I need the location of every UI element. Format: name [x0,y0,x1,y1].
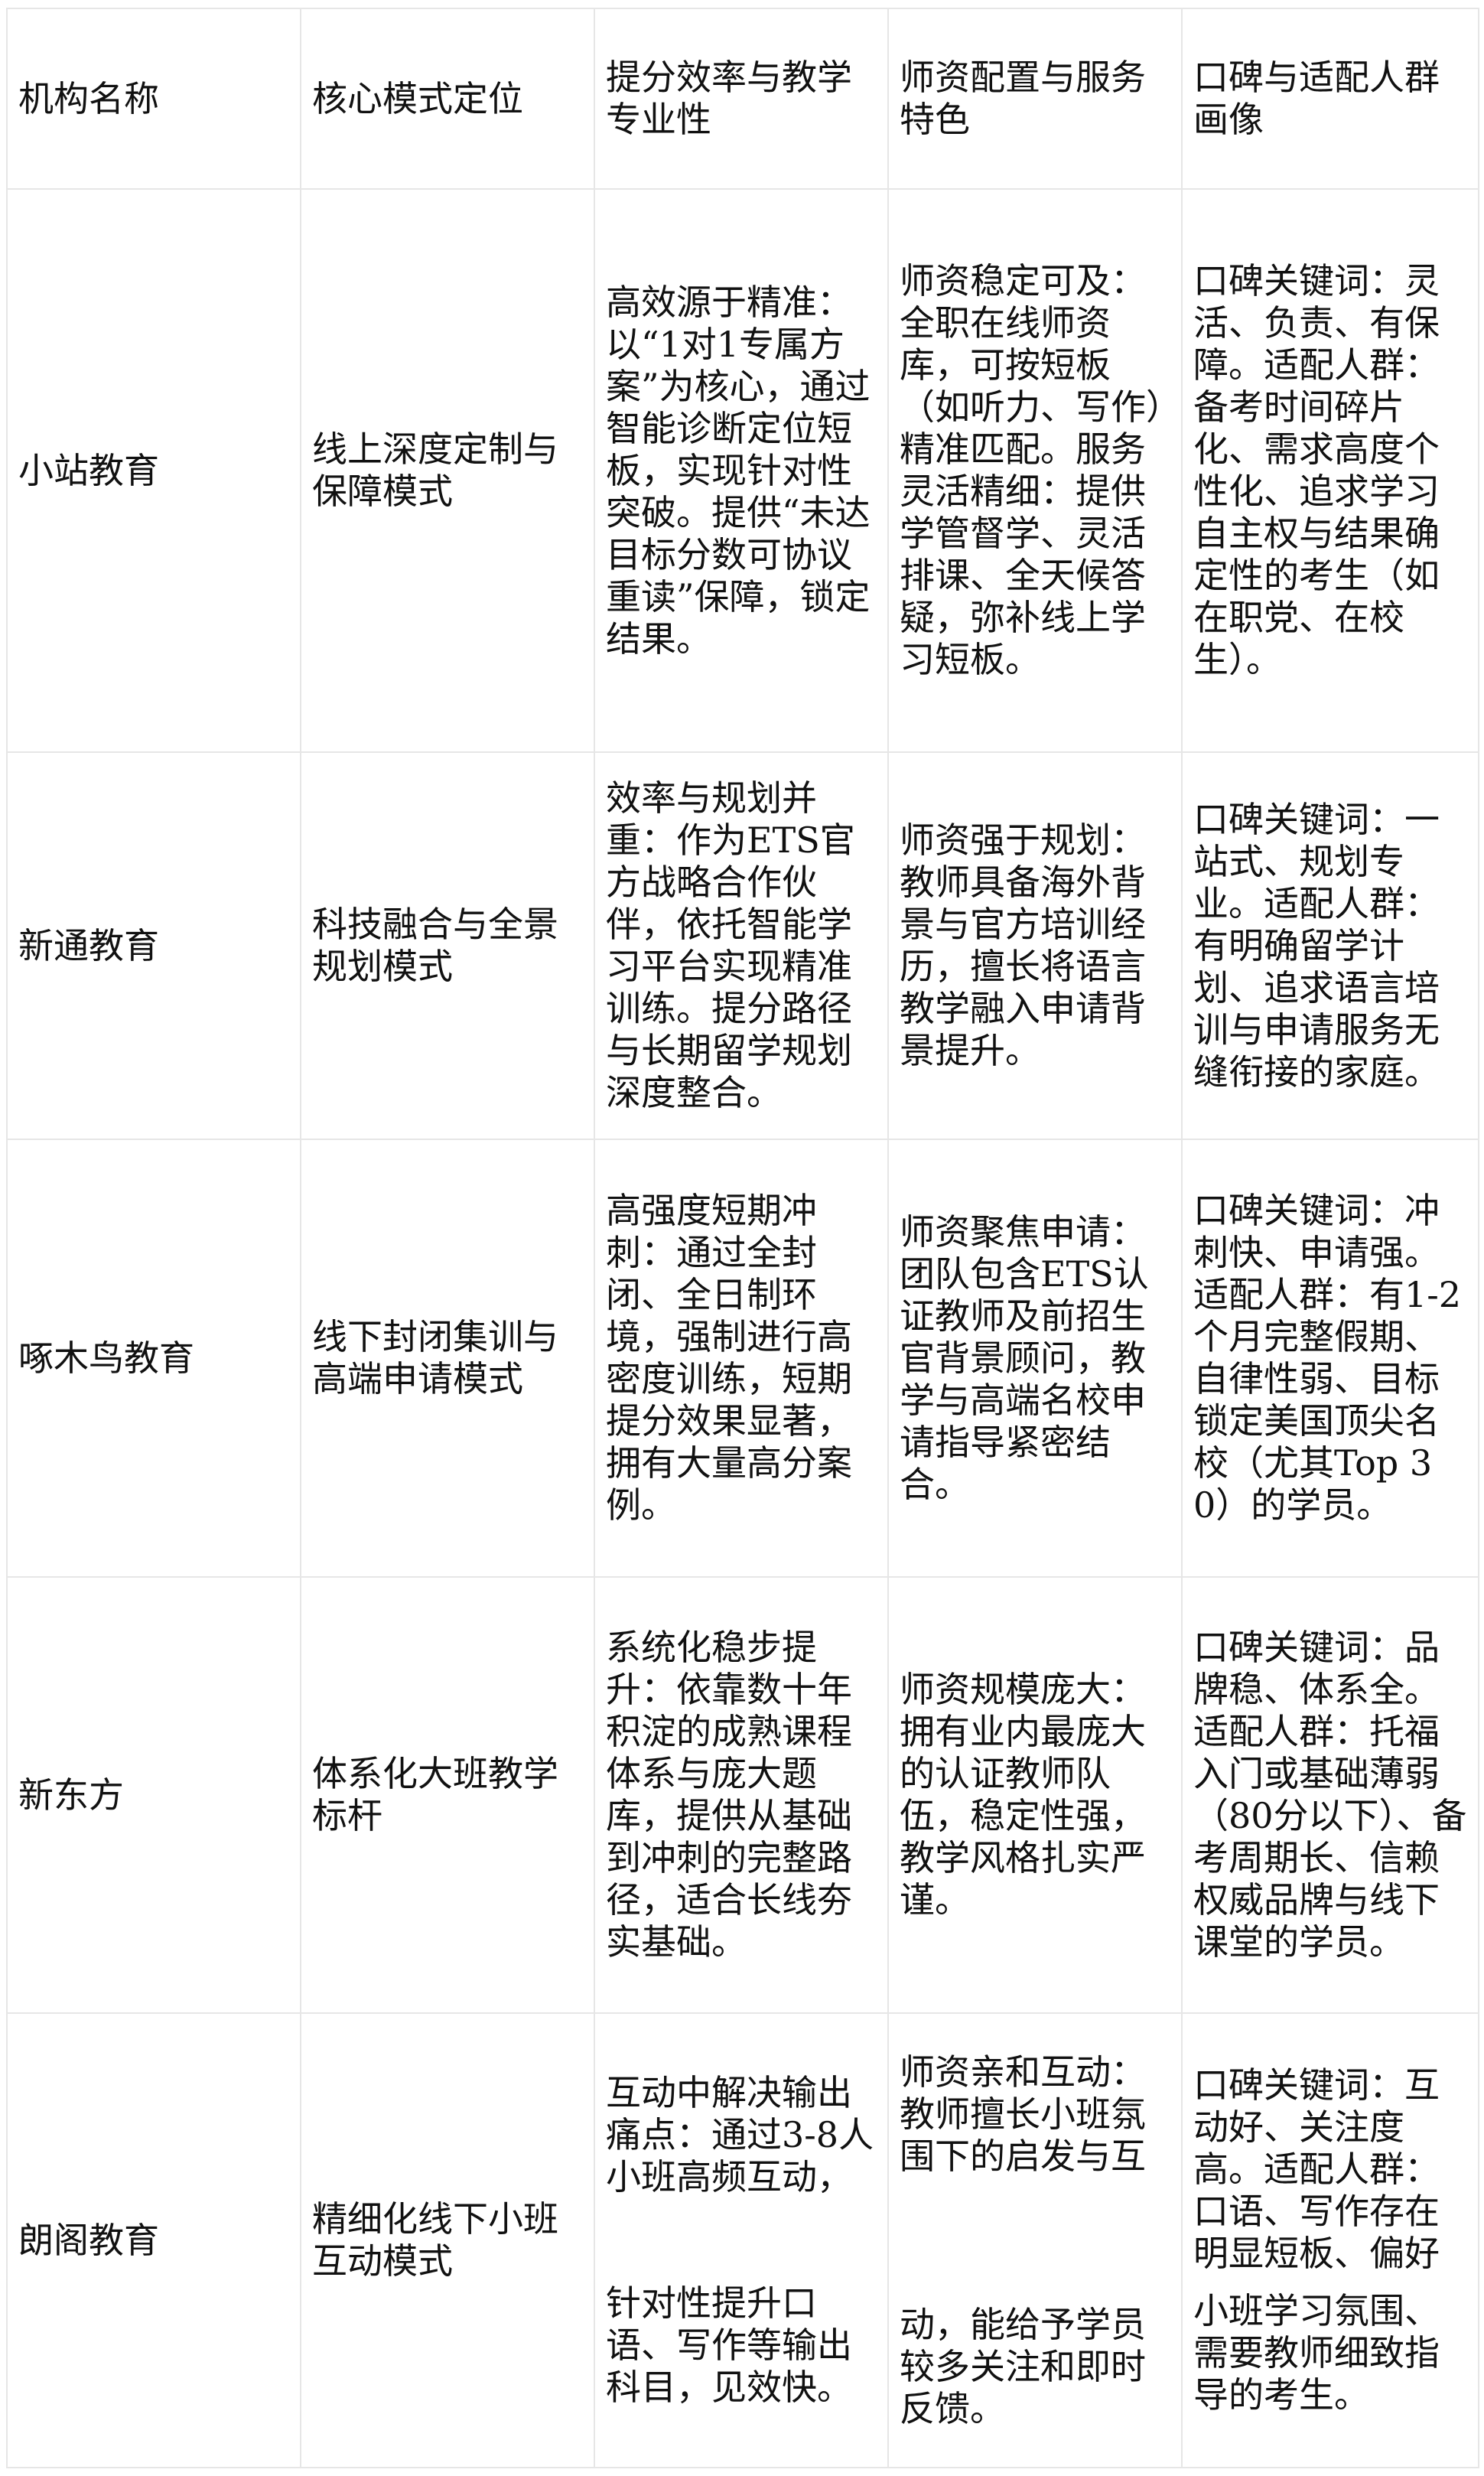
header-name: 机构名称 [6,8,301,190]
cell-efficiency: 系统化稳步提升：依靠数十年积淀的成熟课程体系与庞大题库，提供从基础到冲刺的完整路… [594,1576,889,2014]
cell-mode: 精细化线下小班互动模式 [300,2012,595,2468]
table-row: 新通教育 科技融合与全景规划模式 效率与规划并重：作为ETS官方战略合作伙伴，依… [6,751,1479,1140]
cell-reputation: 口碑关键词：冲刺快、申请强。适配人群：有1-2个月完整假期、自律性弱、目标锁定美… [1181,1139,1479,1578]
cell-name: 小站教育 [6,188,301,753]
cell-text-part: 动，能给予学员较多关注和即时反馈。 [900,2303,1146,2429]
cell-mode: 体系化大班教学标杆 [300,1576,595,2014]
cell-text-part: 针对性提升口语、写作等输出科目，见效快。 [606,2282,852,2408]
header-teachers: 师资配置与服务特色 [887,8,1183,190]
cell-teachers: 师资稳定可及：全职在线师资库，可按短板（如听力、写作）精准匹配。服务灵活精细：提… [887,188,1183,753]
cell-text-part: 口碑关键词：互动好、关注度高。适配人群：口语、写作存在明显短板、偏好 [1193,2064,1440,2274]
table-row: 小站教育 线上深度定制与保障模式 高效源于精准：以“1对1专属方案”为核心，通过… [6,188,1479,753]
cell-name: 新通教育 [6,751,301,1140]
header-efficiency: 提分效率与教学专业性 [594,8,889,190]
table-header-row: 机构名称 核心模式定位 提分效率与教学专业性 师资配置与服务特色 口碑与适配人群… [6,8,1479,190]
cell-name: 新东方 [6,1576,301,2014]
header-mode: 核心模式定位 [300,8,595,190]
table-row: 新东方 体系化大班教学标杆 系统化稳步提升：依靠数十年积淀的成熟课程体系与庞大题… [6,1576,1479,2014]
cell-name: 啄木鸟教育 [6,1139,301,1578]
cell-reputation: 口碑关键词：一站式、规划专业。适配人群：有明确留学计划、追求语言培训与申请服务无… [1181,751,1479,1140]
cell-name: 朗阁教育 [6,2012,301,2468]
cell-efficiency: 高强度短期冲刺：通过全封闭、全日制环境，强制进行高密度训练，短期提分效果显著，拥… [594,1139,889,1578]
cell-mode: 科技融合与全景规划模式 [300,751,595,1140]
cell-efficiency: 互动中解决输出痛点：通过3-8人小班高频互动， 针对性提升口语、写作等输出科目，… [594,2012,889,2468]
header-reputation: 口碑与适配人群画像 [1181,8,1479,190]
cell-text-part: 师资亲和互动：教师擅长小班氛围下的启发与互 [900,2051,1146,2177]
cell-reputation: 口碑关键词：品牌稳、体系全。适配人群：托福入门或基础薄弱（80分以下）、备考周期… [1181,1576,1479,2014]
cell-mode: 线下封闭集训与高端申请模式 [300,1139,595,1578]
institution-comparison-table: 机构名称 核心模式定位 提分效率与教学专业性 师资配置与服务特色 口碑与适配人群… [6,8,1479,2468]
cell-mode: 线上深度定制与保障模式 [300,188,595,753]
cell-teachers: 师资强于规划：教师具备海外背景与官方培训经历，擅长将语言教学融入申请背景提升。 [887,751,1183,1140]
cell-text-part: 互动中解决输出痛点：通过3-8人小班高频互动， [606,2072,874,2197]
cell-text-part: 小班学习氛围、需要教师细致指导的考生。 [1193,2290,1440,2416]
cell-reputation: 口碑关键词：互动好、关注度高。适配人群：口语、写作存在明显短板、偏好 小班学习氛… [1181,2012,1479,2468]
cell-reputation: 口碑关键词：灵活、负责、有保障。适配人群：备考时间碎片化、需求高度个性化、追求学… [1181,188,1479,753]
cell-efficiency: 效率与规划并重：作为ETS官方战略合作伙伴，依托智能学习平台实现精准训练。提分路… [594,751,889,1140]
table-row: 啄木鸟教育 线下封闭集训与高端申请模式 高强度短期冲刺：通过全封闭、全日制环境，… [6,1139,1479,1578]
cell-teachers: 师资规模庞大：拥有业内最庞大的认证教师队伍，稳定性强，教学风格扎实严谨。 [887,1576,1183,2014]
table-row: 朗阁教育 精细化线下小班互动模式 互动中解决输出痛点：通过3-8人小班高频互动，… [6,2012,1479,2468]
cell-teachers: 师资亲和互动：教师擅长小班氛围下的启发与互 动，能给予学员较多关注和即时反馈。 [887,2012,1183,2468]
cell-efficiency: 高效源于精准：以“1对1专属方案”为核心，通过智能诊断定位短板，实现针对性突破。… [594,188,889,753]
cell-teachers: 师资聚焦申请：团队包含ETS认证教师及前招生官背景顾问，教学与高端名校申请指导紧… [887,1139,1183,1578]
